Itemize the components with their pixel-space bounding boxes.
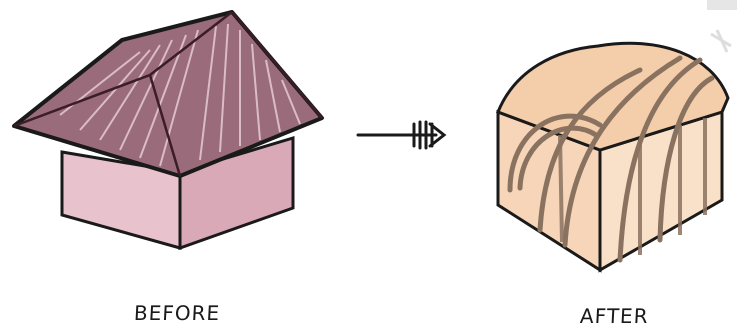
after-vault-illustration	[498, 43, 728, 270]
corner-watermark-icon	[697, 0, 737, 60]
before-house-illustration	[14, 12, 322, 248]
before-label: BEFORE	[133, 301, 220, 325]
after-label: AFTER	[579, 304, 649, 328]
right-arrow-icon	[358, 122, 444, 148]
